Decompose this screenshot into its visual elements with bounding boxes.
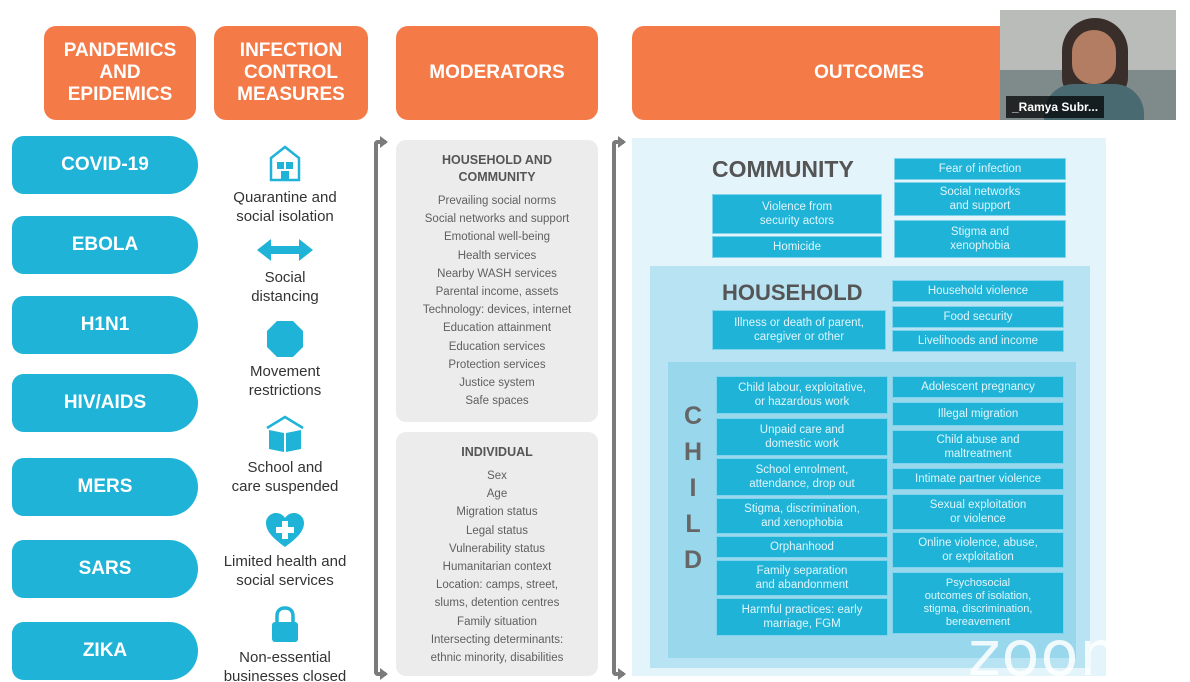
child-outcome: Psychosocial outcomes of isolation, stig… — [892, 572, 1064, 634]
header-infection-control: INFECTION CONTROL MEASURES — [214, 26, 368, 120]
community-outcome: Social networks and support — [894, 182, 1066, 216]
household-title: HOUSEHOLD — [722, 280, 863, 305]
header-moderators: MODERATORS — [396, 26, 598, 120]
moderator-item: Social networks and support — [424, 213, 570, 226]
child-letter: I — [689, 474, 697, 502]
child-title: C H I L D — [682, 398, 704, 578]
measure-label: Movement restrictions — [248, 363, 322, 399]
household-outcome: Food security — [892, 306, 1064, 328]
double-arrow-icon — [257, 239, 313, 261]
moderator-item: Parental income, assets — [435, 286, 559, 299]
moderator-item: Protection services — [448, 358, 546, 371]
community-outcome: Violence from security actors — [712, 194, 882, 234]
pandemic-sars: SARS — [12, 540, 198, 598]
pandemic-covid19: COVID-19 — [12, 136, 198, 194]
child-outcome: Child abuse and maltreatment — [892, 430, 1064, 464]
community-outcome: Stigma and xenophobia — [894, 220, 1066, 258]
moderator-item: Location: camps, street, slums, detentio… — [434, 579, 560, 610]
child-outcome: Online violence, abuse, or exploitation — [892, 532, 1064, 568]
participant-name-label: _Ramya Subr... — [1006, 96, 1105, 118]
moderator-item: Intersecting determinants: ethnic minori… — [430, 633, 564, 665]
outcomes-bracket — [612, 136, 626, 680]
measure-label: Social distancing — [251, 269, 319, 305]
header-pandemics: PANDEMICS AND EPIDEMICS — [44, 26, 196, 120]
household-outcome: Household violence — [892, 280, 1064, 302]
moderator-item: Migration status — [456, 506, 538, 519]
moderator-item: Family situation — [457, 615, 537, 628]
moderator-item: Legal status — [465, 524, 528, 537]
moderator-item: Age — [486, 488, 508, 501]
measure-label: Limited health and social services — [223, 553, 347, 589]
moderator-item: Health services — [457, 249, 537, 262]
child-outcome: Intimate partner violence — [892, 468, 1064, 490]
measure-school-suspended: School and care suspended — [210, 414, 360, 496]
household-outcome: Livelihoods and income — [892, 330, 1064, 352]
measure-quarantine: Quarantine and social isolation — [210, 144, 360, 226]
child-outcome: Adolescent pregnancy — [892, 376, 1064, 398]
octagon-stop-icon — [267, 321, 303, 357]
community-outcome: Fear of infection — [894, 158, 1066, 180]
child-letter: D — [683, 546, 703, 574]
pandemic-mers: MERS — [12, 458, 198, 516]
houses-icon — [269, 145, 301, 182]
participant-video-tile[interactable]: _Ramya Subr... — [1000, 10, 1176, 120]
moderator-item: Safe spaces — [465, 395, 529, 408]
moderator-item: Prevailing social norms — [437, 195, 557, 207]
child-outcome: Family separation and abandonment — [716, 560, 888, 596]
moderators-bracket — [374, 136, 388, 680]
school-book-icon — [266, 415, 304, 452]
child-letter: L — [685, 510, 701, 538]
child-letter: C — [683, 402, 703, 430]
measure-label: School and care suspended — [231, 459, 339, 495]
measure-social-distancing: Social distancing — [210, 236, 360, 306]
child-outcome: Child labour, exploitative, or hazardous… — [716, 376, 888, 414]
moderators-household-community: HOUSEHOLD AND COMMUNITY Prevailing socia… — [396, 140, 598, 422]
child-outcome: Orphanhood — [716, 536, 888, 558]
moderator-item: Nearby WASH services — [437, 267, 557, 280]
child-outcome: Unpaid care and domestic work — [716, 418, 888, 456]
moderators-household-title: HOUSEHOLD AND COMMUNITY — [442, 153, 552, 184]
zoom-watermark: zoom — [968, 617, 1141, 682]
participant-face — [1072, 30, 1116, 84]
moderator-item: Justice system — [459, 377, 535, 390]
child-outcome: Harmful practices: early marriage, FGM — [716, 598, 888, 636]
measure-limited-health: Limited health and social services — [210, 512, 360, 590]
pandemic-hiv-aids: HIV/AIDS — [12, 374, 198, 432]
measure-label: Quarantine and social isolation — [233, 189, 337, 225]
pandemic-zika: ZIKA — [12, 622, 198, 680]
heart-plus-icon — [266, 513, 304, 547]
moderator-item: Humanitarian context — [442, 561, 552, 574]
moderator-item: Sex — [487, 470, 507, 482]
child-outcome: Sexual exploitation or violence — [892, 494, 1064, 530]
moderator-item: Vulnerability status — [448, 542, 546, 555]
pandemic-ebola: EBOLA — [12, 216, 198, 274]
measure-movement-restrictions: Movement restrictions — [210, 320, 360, 400]
pandemic-h1n1: H1N1 — [12, 296, 198, 354]
moderator-item: Emotional well-being — [443, 231, 551, 244]
community-outcome: Homicide — [712, 236, 882, 258]
measure-businesses-closed: Non-essential businesses closed — [210, 606, 360, 682]
lock-icon — [272, 606, 298, 642]
child-outcome: School enrolment, attendance, drop out — [716, 458, 888, 496]
household-outcome: Illness or death of parent, caregiver or… — [712, 310, 886, 350]
moderators-individual-title: INDIVIDUAL — [461, 445, 533, 459]
moderator-item: Education attainment — [442, 322, 552, 335]
child-outcome: Illegal migration — [892, 402, 1064, 426]
child-letter: H — [683, 438, 703, 466]
child-outcome: Stigma, discrimination, and xenophobia — [716, 498, 888, 534]
moderators-individual: INDIVIDUAL Sex Age Migration status Lega… — [396, 432, 598, 676]
moderator-item: Education services — [448, 340, 546, 353]
moderator-item: Technology: devices, internet — [422, 304, 572, 317]
community-title: COMMUNITY — [712, 156, 854, 182]
measure-label: Non-essential businesses closed — [223, 649, 347, 682]
